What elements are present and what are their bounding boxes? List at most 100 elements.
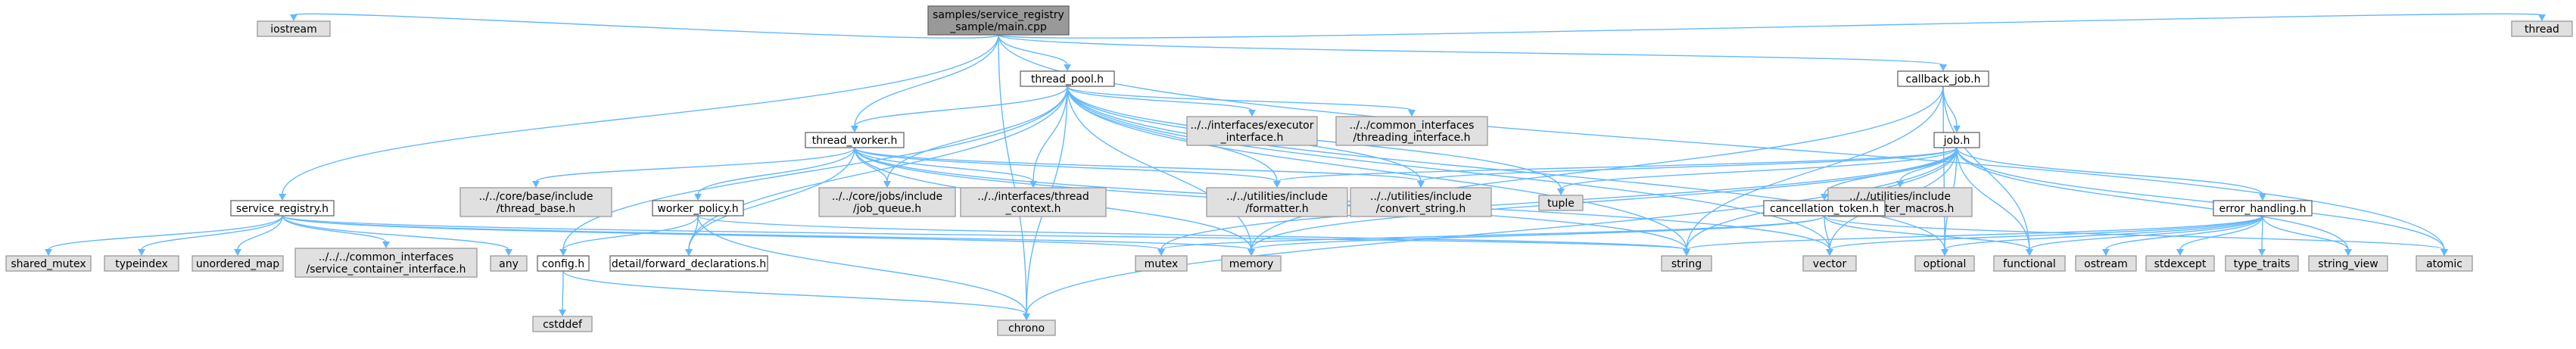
edge-thread_pool-to-executor_interface [1067,86,1253,111]
node-threading-interface: ../../common_interfaces/threading_interf… [1335,116,1488,146]
node-box [490,255,528,272]
node-callback-job[interactable]: callback_job.h [1897,70,1989,87]
node-label: stdexcept [2154,258,2207,270]
node-label: unordered_map [196,258,279,270]
node-label: worker_policy.h [657,203,738,215]
node-config[interactable]: config.h [537,255,590,272]
node-label: ../../utilities/include [1370,191,1472,203]
arrowhead-service_registry-to-mutex [1157,249,1165,256]
node-label: ../../core/base/include [478,191,593,203]
edge-main-to-thread_pool [998,34,1068,66]
node-box [927,5,1070,36]
node-forward-decl[interactable]: detail/forward_declarations.h [609,255,768,272]
node-cancellation-token[interactable]: cancellation_token.h [1763,200,1886,217]
node-box [1350,187,1492,217]
arrowhead-service_registry-to-any [505,249,512,256]
arrowhead-worker_policy-to-forward_decl [685,249,693,256]
edge-service_registry-to-any [282,215,509,251]
node-box [2145,255,2215,272]
arrowhead-error_handling-to-type_traits [2258,249,2266,256]
edge-error_handling-to-optional [1944,215,2263,251]
node-service-registry[interactable]: service_registry.h [230,200,335,217]
arrowhead-callback_job-to-job [1953,126,1961,132]
node-label: ../../core/jobs/include [832,191,942,203]
arrowhead-error_handling-to-functional [2026,249,2033,256]
node-box [257,20,331,37]
edge-job-to-atomic [1956,147,2445,251]
edge-main-to-callback_job [998,34,1944,66]
edge-service_registry-to-typeindex [141,215,283,251]
node-box [230,200,335,217]
arrowhead-error_handling-to-string_view [2344,249,2352,256]
node-label: /thread_base.h [497,203,575,215]
edge-error_handling-to-type_traits [2261,215,2263,251]
edge-thread_pool-to-thread_context [1033,86,1068,182]
node-label: thread [2525,23,2559,36]
node-label: ../../utilities/include [1849,191,1951,203]
node-thread-base: ../../core/base/include/thread_base.h [459,187,612,217]
node-label: samples/service_registry [933,9,1064,21]
edge-thread_pool-to-vector [1067,86,1830,251]
node-box [960,187,1107,217]
node-label: /convert_string.h [1376,203,1466,215]
node-label: ../../common_interfaces [1350,120,1475,132]
edge-worker_policy-to-string [697,215,1687,251]
edge-job-to-formatter [1276,147,1958,182]
edge-thread_worker-to-thread_base [535,147,855,182]
node-error-handling[interactable]: error_handling.h [2213,200,2313,217]
node-box [1914,255,1975,272]
edge-service_registry-to-service_container [282,215,387,243]
node-thread-worker[interactable]: thread_worker.h [805,132,905,148]
node-formatter: ../../utilities/include/formatter.h [1206,187,1348,217]
arrowhead-main-to-thread [2538,14,2546,21]
edge-error_handling-to-string [1686,215,2263,251]
arrowhead-thread_worker-to-worker_policy [694,194,702,201]
edge-thread_pool-to-string [1067,86,1687,251]
arrowhead-service_registry-to-shared_mutex [45,249,52,256]
node-functional: functional [1993,255,2066,272]
edge-job-to-chrono [1026,147,1958,315]
edge-main-to-service_registry [282,34,999,195]
node-label: thread_pool.h [1031,73,1104,86]
node-label: config.h [542,258,584,270]
arrowhead-main-to-thread_pool [1064,64,1071,71]
node-main[interactable]: samples/service_registry_sample/main.cpp [927,5,1070,36]
node-executor-interface: ../../interfaces/executor_interface.h [1186,116,1318,146]
node-job[interactable]: job.h [1933,132,1980,148]
node-box [2308,255,2388,272]
edge-job-to-convert_string [1420,147,1958,182]
node-box [532,316,593,332]
arrowhead-main-to-iostream [290,14,297,21]
node-label: /service_container_interface.h [307,263,466,276]
node-box [1661,255,1712,272]
edge-thread_pool-to-thread_worker [854,86,1068,127]
node-vector: vector [1802,255,1857,272]
arrowhead-service_registry-to-unordered_map [234,249,241,256]
node-label: atomic [2426,258,2462,270]
arrowhead-job-to-convert_string [1417,181,1425,188]
node-type-traits: type_traits [2225,255,2299,272]
node-box [1993,255,2066,272]
edge-thread_worker-to-formatter [854,147,1278,182]
arrowhead-config-to-chrono [1023,313,1030,320]
edge-service_registry-to-unordered_map [237,215,283,251]
node-label: cancellation_token.h [1770,203,1879,215]
node-thread-pool[interactable]: thread_pool.h [1020,70,1115,87]
node-service-container: ../../../common_interfaces/service_conta… [294,248,478,278]
edge-error_handling-to-functional [2029,215,2263,251]
node-ostream: ostream [2075,255,2137,272]
arrowhead-thread_pool-to-executor_interface [1248,110,1256,117]
edge-service_registry-to-memory [282,215,1252,251]
arrowhead-job-to-tuple [1557,189,1565,195]
node-typeindex: typeindex [104,255,179,272]
node-box [1802,255,1857,272]
node-job-queue: ../../core/jobs/include/job_queue.h [818,187,956,217]
arrowhead-error_handling-to-vector [1826,249,1833,256]
node-box [192,255,284,272]
arrowhead-error_handling-to-ostream [2102,249,2110,256]
node-mutex: mutex [1135,255,1188,272]
node-label: typeindex [115,258,168,270]
node-box [2075,255,2137,272]
node-worker-policy[interactable]: worker_policy.h [652,200,744,217]
node-tuple: tuple [1538,195,1584,211]
